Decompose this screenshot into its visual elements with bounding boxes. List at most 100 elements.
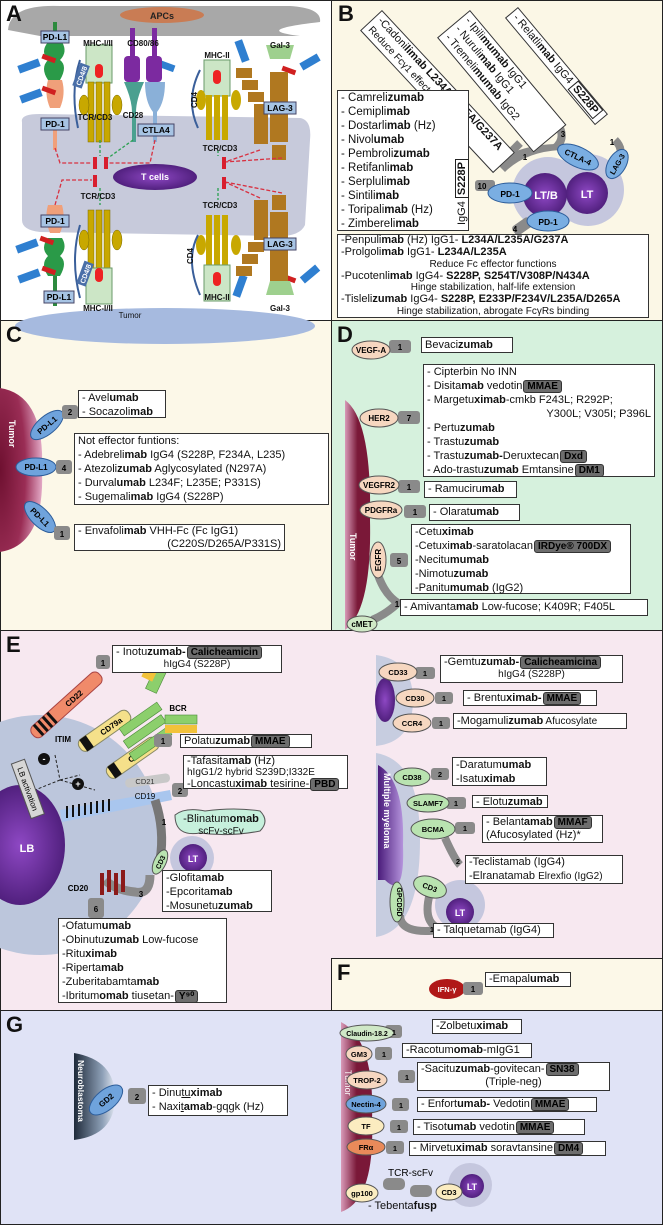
panel-a-graphics: APCs PD-L1 PD-1 PD-1 PD-L1 CTLA4 LAG-3 L… xyxy=(8,5,321,344)
drug-line: -Ibritumomab tiusetan-Y⁹⁰ xyxy=(62,989,223,1003)
drug-line: -Racotumomab-mIgG1 xyxy=(406,1044,528,1057)
drug-text: Hinge stabilization, half-life extension xyxy=(410,282,576,294)
drug-text: umab xyxy=(501,759,532,771)
label-pd-l1-top: PD-L1 xyxy=(43,32,68,42)
panel-letter-f: F xyxy=(337,960,351,985)
drug-line: - Pertuzumab xyxy=(427,421,651,435)
drug-text: - Naxi xyxy=(152,1101,181,1113)
cd30: CD30 xyxy=(405,694,424,703)
envafolimab-box: - Envafolimab VHH-Fc (Fc IgG1)(C220S/D26… xyxy=(74,524,285,551)
panel-e-graphics: LB CD22 1 CD79a CD79b BCR 1 - + ITIM LB xyxy=(0,655,485,955)
not-effector-box: Not effector funtions:- Adebrelimab IgG4… xyxy=(74,433,329,505)
nectin-4: Nectin-4 xyxy=(351,1100,381,1109)
payload-tag: DM1 xyxy=(574,464,604,477)
label-t-cells: T cells xyxy=(141,172,169,182)
igg4-label: IgG4 xyxy=(456,201,468,225)
drug-text: -Racotum xyxy=(406,1044,454,1056)
drug-text: - Mirvetu xyxy=(413,1142,456,1154)
drug-text: zumab xyxy=(104,934,140,946)
zolbetuximab-box: -Zolbetuximab xyxy=(432,1019,522,1034)
drug-text: umab xyxy=(116,477,146,489)
drug-text: mab xyxy=(123,525,147,537)
drug-text: -Riperta xyxy=(62,962,102,974)
cmet: cMET xyxy=(351,620,372,629)
drug-text: -Obinutu xyxy=(62,934,105,946)
drug-line: -Daratumumab xyxy=(456,758,543,772)
drug-text: zumab xyxy=(464,436,500,448)
drug-text: - Pertu xyxy=(427,422,461,434)
drug-text: tiusetan- xyxy=(128,990,174,1002)
drug-line: -Loncastuximab tesirine-PBD xyxy=(187,778,344,791)
drug-text: -Ritu xyxy=(62,948,86,960)
label-tcr-1: TCR/CD3 xyxy=(78,113,113,122)
count-cd20-cd3: 3 xyxy=(139,890,144,899)
drug-line: hIgG1/2 hybrid S239D;I332E xyxy=(187,767,344,778)
drug-line: Hinge stabilization, abrogate FcγRs bind… xyxy=(341,306,645,318)
drug-text: zumab- xyxy=(147,646,186,658)
drug-text: Reduce Fc effector functions xyxy=(429,258,557,270)
count-cd19: 2 xyxy=(178,787,183,796)
drug-line: -Teclistamab (IgG4) xyxy=(469,856,619,870)
drug-text: -Zuberitabamta xyxy=(62,976,137,988)
drug-text: mab xyxy=(384,204,408,216)
lt-label: LT xyxy=(581,189,594,201)
drug-text: (Hz) IgG1- xyxy=(403,234,462,246)
count-cd30: 1 xyxy=(442,694,446,703)
count-tf: 1 xyxy=(397,1123,401,1132)
drug-line: -Tafasitamab (Hz) xyxy=(187,756,344,767)
amivantamab-box: - Amivantamab Low-fucose; K409R; F405L xyxy=(400,599,648,616)
drug-line: -Ripertamab xyxy=(62,961,223,975)
drug-text: mab xyxy=(130,406,153,418)
drug-text: - Tebenta xyxy=(368,1200,414,1212)
drug-line: (Triple-neg) xyxy=(421,1076,606,1089)
tumor-cell xyxy=(345,400,371,630)
drug-line: - Dinutuximab xyxy=(152,1086,284,1100)
igg4-s228p-label: IgG4 S228P xyxy=(455,159,469,225)
payload-tag: Calicheamicina xyxy=(520,656,601,669)
count-cd79b: 1 xyxy=(161,737,166,746)
cd20-drug-list: -Ofatumumab-Obinutuzumab Low-fucose-Ritu… xyxy=(58,918,227,1003)
pd1-upper: PD-1 xyxy=(500,189,520,199)
drug-text: (Hz) xyxy=(251,755,276,767)
payload-tag: MMAE xyxy=(530,1098,570,1111)
drug-text: -Panitu xyxy=(415,582,450,594)
daratumumab-box: -Daratumumab-Isatuximab xyxy=(452,757,547,786)
count-slamf7: 1 xyxy=(454,799,458,808)
drug-line: - Brentuximab-MMAE xyxy=(467,691,593,705)
drug-text: Low-fucose xyxy=(139,934,199,946)
bevacizumab-box: Bevacizumab xyxy=(421,337,513,353)
drug-text: zumab xyxy=(215,735,251,747)
drug-text: - Trastu xyxy=(427,436,465,448)
drug-text: -gqgk (Hz) xyxy=(212,1101,264,1113)
drug-line: -Mosunetuzumab xyxy=(166,899,268,913)
label-cd28: CD28 xyxy=(123,111,144,120)
drug-text: mab xyxy=(210,886,233,898)
drug-text: ximab xyxy=(455,1142,488,1154)
drug-line: Reduce Fc effector functions xyxy=(341,259,645,271)
drug-line: -Penpulimab (Hz) IgG1- L234A/L235A/G237A xyxy=(341,234,645,247)
drug-text: amab xyxy=(523,816,553,828)
count-talquetamab: 1 xyxy=(430,925,434,934)
drug-text: - Serpluli xyxy=(341,176,387,188)
count-blina: 1 xyxy=(162,818,167,827)
drug-text: - Socazoli xyxy=(82,406,131,418)
panel-g-graphics: Neuroblastoma GD2 2 Tumor LT Claudin-18.… xyxy=(74,1022,492,1212)
drug-line: - Toripalimab (Hz) xyxy=(341,203,465,217)
drug-text: -Elranatamab xyxy=(469,869,539,882)
drug-text: - Camreli xyxy=(341,92,388,104)
label-ctla4: CTLA4 xyxy=(142,125,170,135)
drug-text: mab xyxy=(228,755,252,767)
drug-text: soravtansine xyxy=(487,1142,554,1154)
racotumomab-box: -Racotumomab-mIgG1 xyxy=(402,1043,532,1058)
drug-text: Emtansine xyxy=(518,464,574,476)
lt-label: LT xyxy=(467,1182,478,1192)
count-pd1: 10 xyxy=(478,182,487,191)
drug-text: Polatu xyxy=(184,735,216,747)
drug-line: - Cipterbin No INN xyxy=(427,365,651,379)
drug-line: - Pembrolizumab xyxy=(341,147,465,161)
